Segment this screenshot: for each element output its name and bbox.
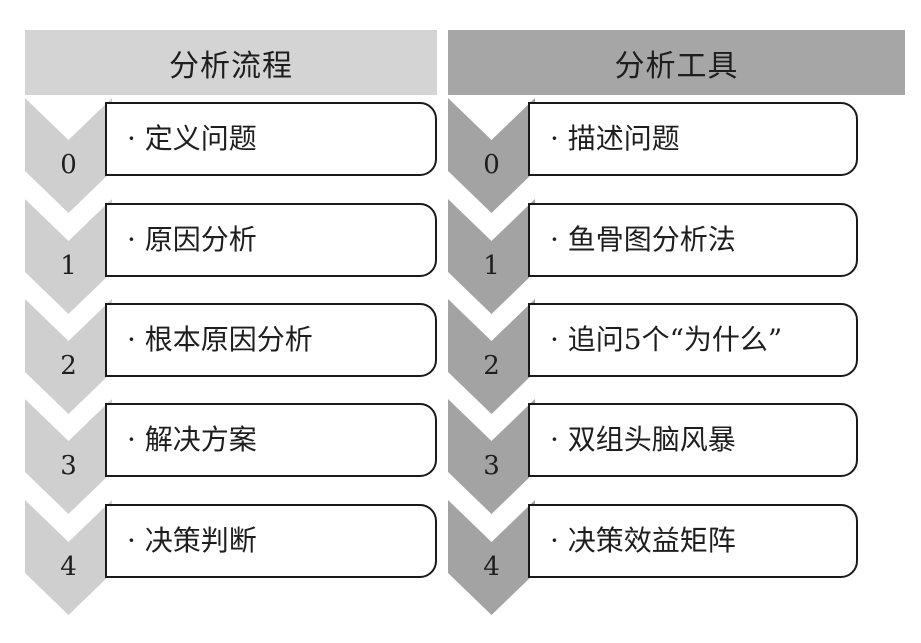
step-number: 3: [483, 451, 500, 481]
step-number: 0: [60, 150, 77, 180]
process-step: 4 · 决策判断: [25, 500, 437, 615]
step-number: 2: [60, 351, 77, 381]
tools-header: 分析工具: [448, 30, 905, 95]
tool-step: 2 · 追问5个“为什么”: [448, 299, 858, 414]
chevron-fill: [448, 299, 535, 414]
chevron-fill: [448, 98, 535, 213]
step-box: · 决策判断: [105, 504, 437, 578]
step-label: · 根本原因分析: [127, 323, 313, 356]
chevron-fill: [25, 399, 112, 514]
process-step: 0 · 定义问题: [25, 98, 437, 213]
process-column: 0 · 定义问题 1 · 原因分析 2 · 根本原因分析 3 · 解决方案 4 …: [25, 98, 437, 618]
step-label: · 原因分析: [127, 223, 257, 256]
tool-step: 1 · 鱼骨图分析法: [448, 199, 858, 314]
step-label: · 鱼骨图分析法: [550, 223, 736, 256]
step-box: · 根本原因分析: [105, 303, 437, 377]
step-box: · 追问5个“为什么”: [528, 303, 858, 377]
step-number: 2: [483, 351, 500, 381]
process-step: 3 · 解决方案: [25, 399, 437, 514]
chevron-fill: [448, 199, 535, 314]
chevron-fill: [25, 299, 112, 414]
tool-step: 4 · 决策效益矩阵: [448, 500, 858, 615]
chevron-fill: [25, 500, 112, 615]
tools-column: 0 · 描述问题 1 · 鱼骨图分析法 2 · 追问5个“为什么” 3 · 双组…: [448, 98, 858, 618]
step-box: · 决策效益矩阵: [528, 504, 858, 578]
step-number: 1: [60, 251, 77, 281]
step-label: · 描述问题: [550, 122, 680, 155]
step-number: 4: [483, 552, 500, 582]
step-box: · 原因分析: [105, 203, 437, 277]
chevron-shape: [448, 399, 535, 514]
chevron-shape: [25, 500, 112, 615]
chevron-fill: [448, 500, 535, 615]
step-number: 0: [483, 150, 500, 180]
step-box: · 双组头脑风暴: [528, 403, 858, 477]
step-label: · 决策判断: [127, 524, 257, 557]
chevron-shape: [25, 98, 112, 213]
step-label: · 定义问题: [127, 122, 257, 155]
step-box: · 定义问题: [105, 102, 437, 176]
process-step: 1 · 原因分析: [25, 199, 437, 314]
tool-step: 3 · 双组头脑风暴: [448, 399, 858, 514]
step-box: · 解决方案: [105, 403, 437, 477]
process-step: 2 · 根本原因分析: [25, 299, 437, 414]
step-number: 1: [483, 251, 500, 281]
chevron-shape: [25, 299, 112, 414]
process-header: 分析流程: [25, 30, 437, 95]
chevron-shape: [448, 299, 535, 414]
tools-header-title: 分析工具: [614, 48, 739, 84]
chevron-fill: [25, 98, 112, 213]
step-label: · 追问5个“为什么”: [550, 323, 783, 356]
chevron-shape: [448, 98, 535, 213]
step-number: 4: [60, 552, 77, 582]
chevron-fill: [25, 199, 112, 314]
process-header-title: 分析流程: [169, 48, 293, 84]
chevron-shape: [448, 500, 535, 615]
step-number: 3: [60, 451, 77, 481]
step-label: · 决策效益矩阵: [550, 524, 736, 557]
chevron-shape: [25, 199, 112, 314]
chevron-shape: [448, 199, 535, 314]
tool-step: 0 · 描述问题: [448, 98, 858, 213]
step-box: · 描述问题: [528, 102, 858, 176]
step-label: · 双组头脑风暴: [550, 423, 736, 456]
chevron-fill: [448, 399, 535, 514]
step-box: · 鱼骨图分析法: [528, 203, 858, 277]
chevron-shape: [25, 399, 112, 514]
step-label: · 解决方案: [127, 423, 257, 456]
